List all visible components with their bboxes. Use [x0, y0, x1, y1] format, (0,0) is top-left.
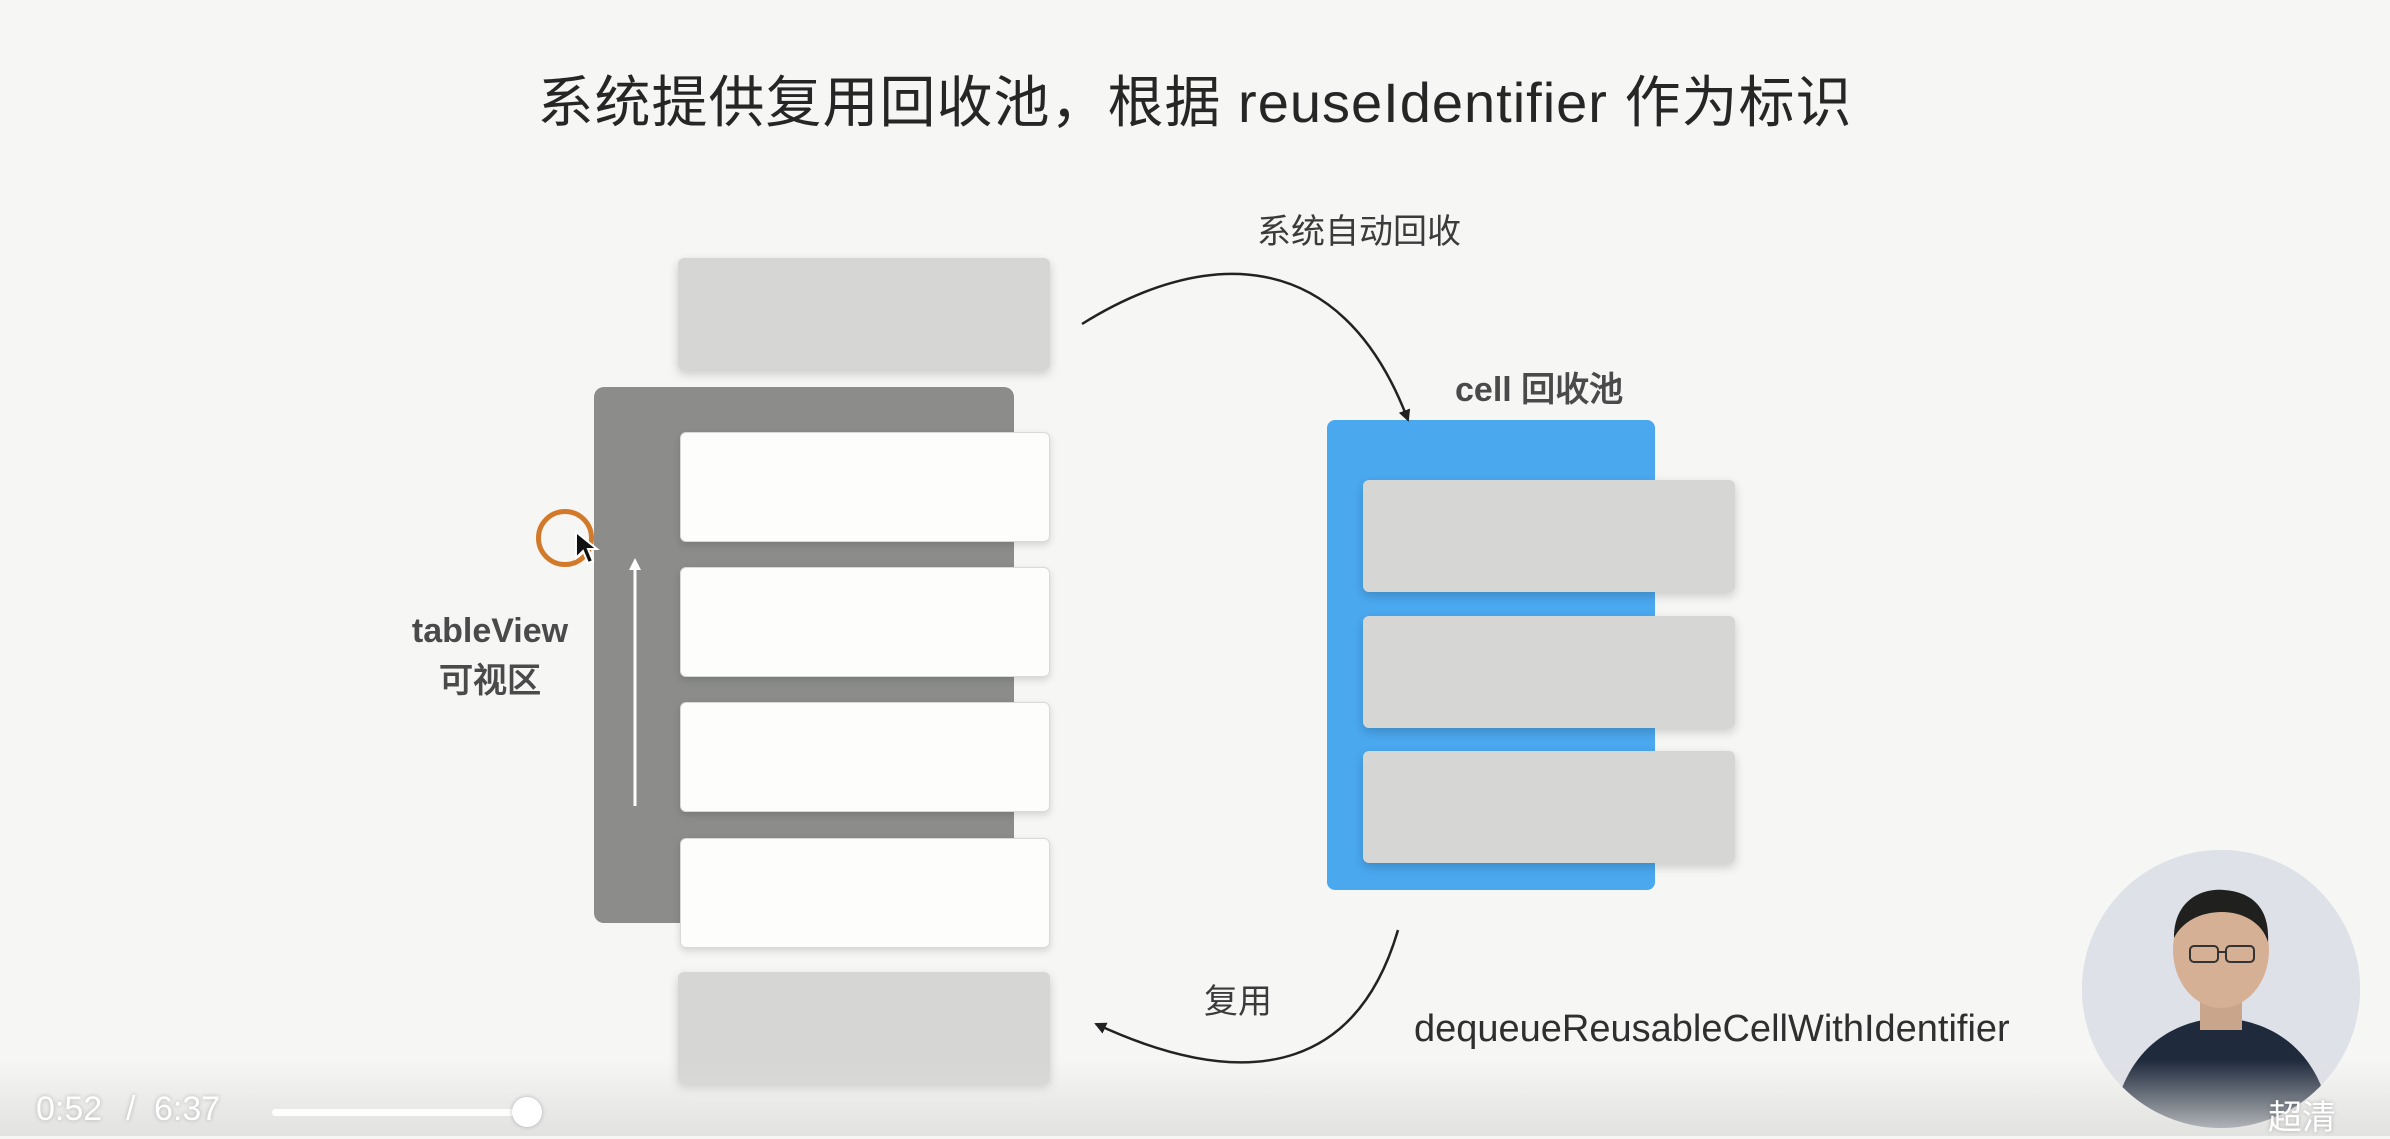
current-time: 0:52 [36, 1090, 103, 1128]
pool-cell-3 [1363, 751, 1735, 863]
auto-recycle-label: 系统自动回收 [1257, 213, 1461, 251]
pool-cell-2 [1363, 616, 1735, 728]
visible-cell-3 [680, 702, 1050, 812]
tableview-label-line2: 可视区 [439, 662, 541, 700]
visible-cell-4 [680, 838, 1050, 948]
slide-title: 系统提供复用回收池，根据 reuseIdentifier 作为标识 [537, 71, 1853, 134]
pool-label: cell 回收池 [1455, 371, 1624, 409]
quality-button[interactable]: 超清 [2268, 1099, 2336, 1137]
progress-knob[interactable] [512, 1097, 542, 1127]
mouse-pointer-icon [574, 529, 600, 571]
duration: 6:37 [154, 1090, 221, 1128]
player-controls-bar [0, 1060, 2390, 1136]
cursor-highlight-ring [536, 509, 594, 567]
dequeue-method-label: dequeueReusableCellWithIdentifier [1414, 1008, 2010, 1050]
tableview-label: tableView 可视区 [380, 606, 600, 706]
pool-cell-1 [1363, 480, 1735, 592]
recycled-cell-top [678, 258, 1050, 370]
progress-fill [272, 1109, 513, 1116]
scroll-up-arrow-icon [629, 558, 641, 808]
auto-recycle-arrow [1081, 272, 1411, 422]
visible-cell-2 [680, 567, 1050, 677]
tableview-label-line1: tableView [411, 612, 569, 650]
reuse-arrow [1094, 929, 1400, 1064]
time-separator: / [126, 1090, 136, 1128]
visible-cell-1 [680, 432, 1050, 542]
reuse-label: 复用 [1204, 983, 1272, 1021]
